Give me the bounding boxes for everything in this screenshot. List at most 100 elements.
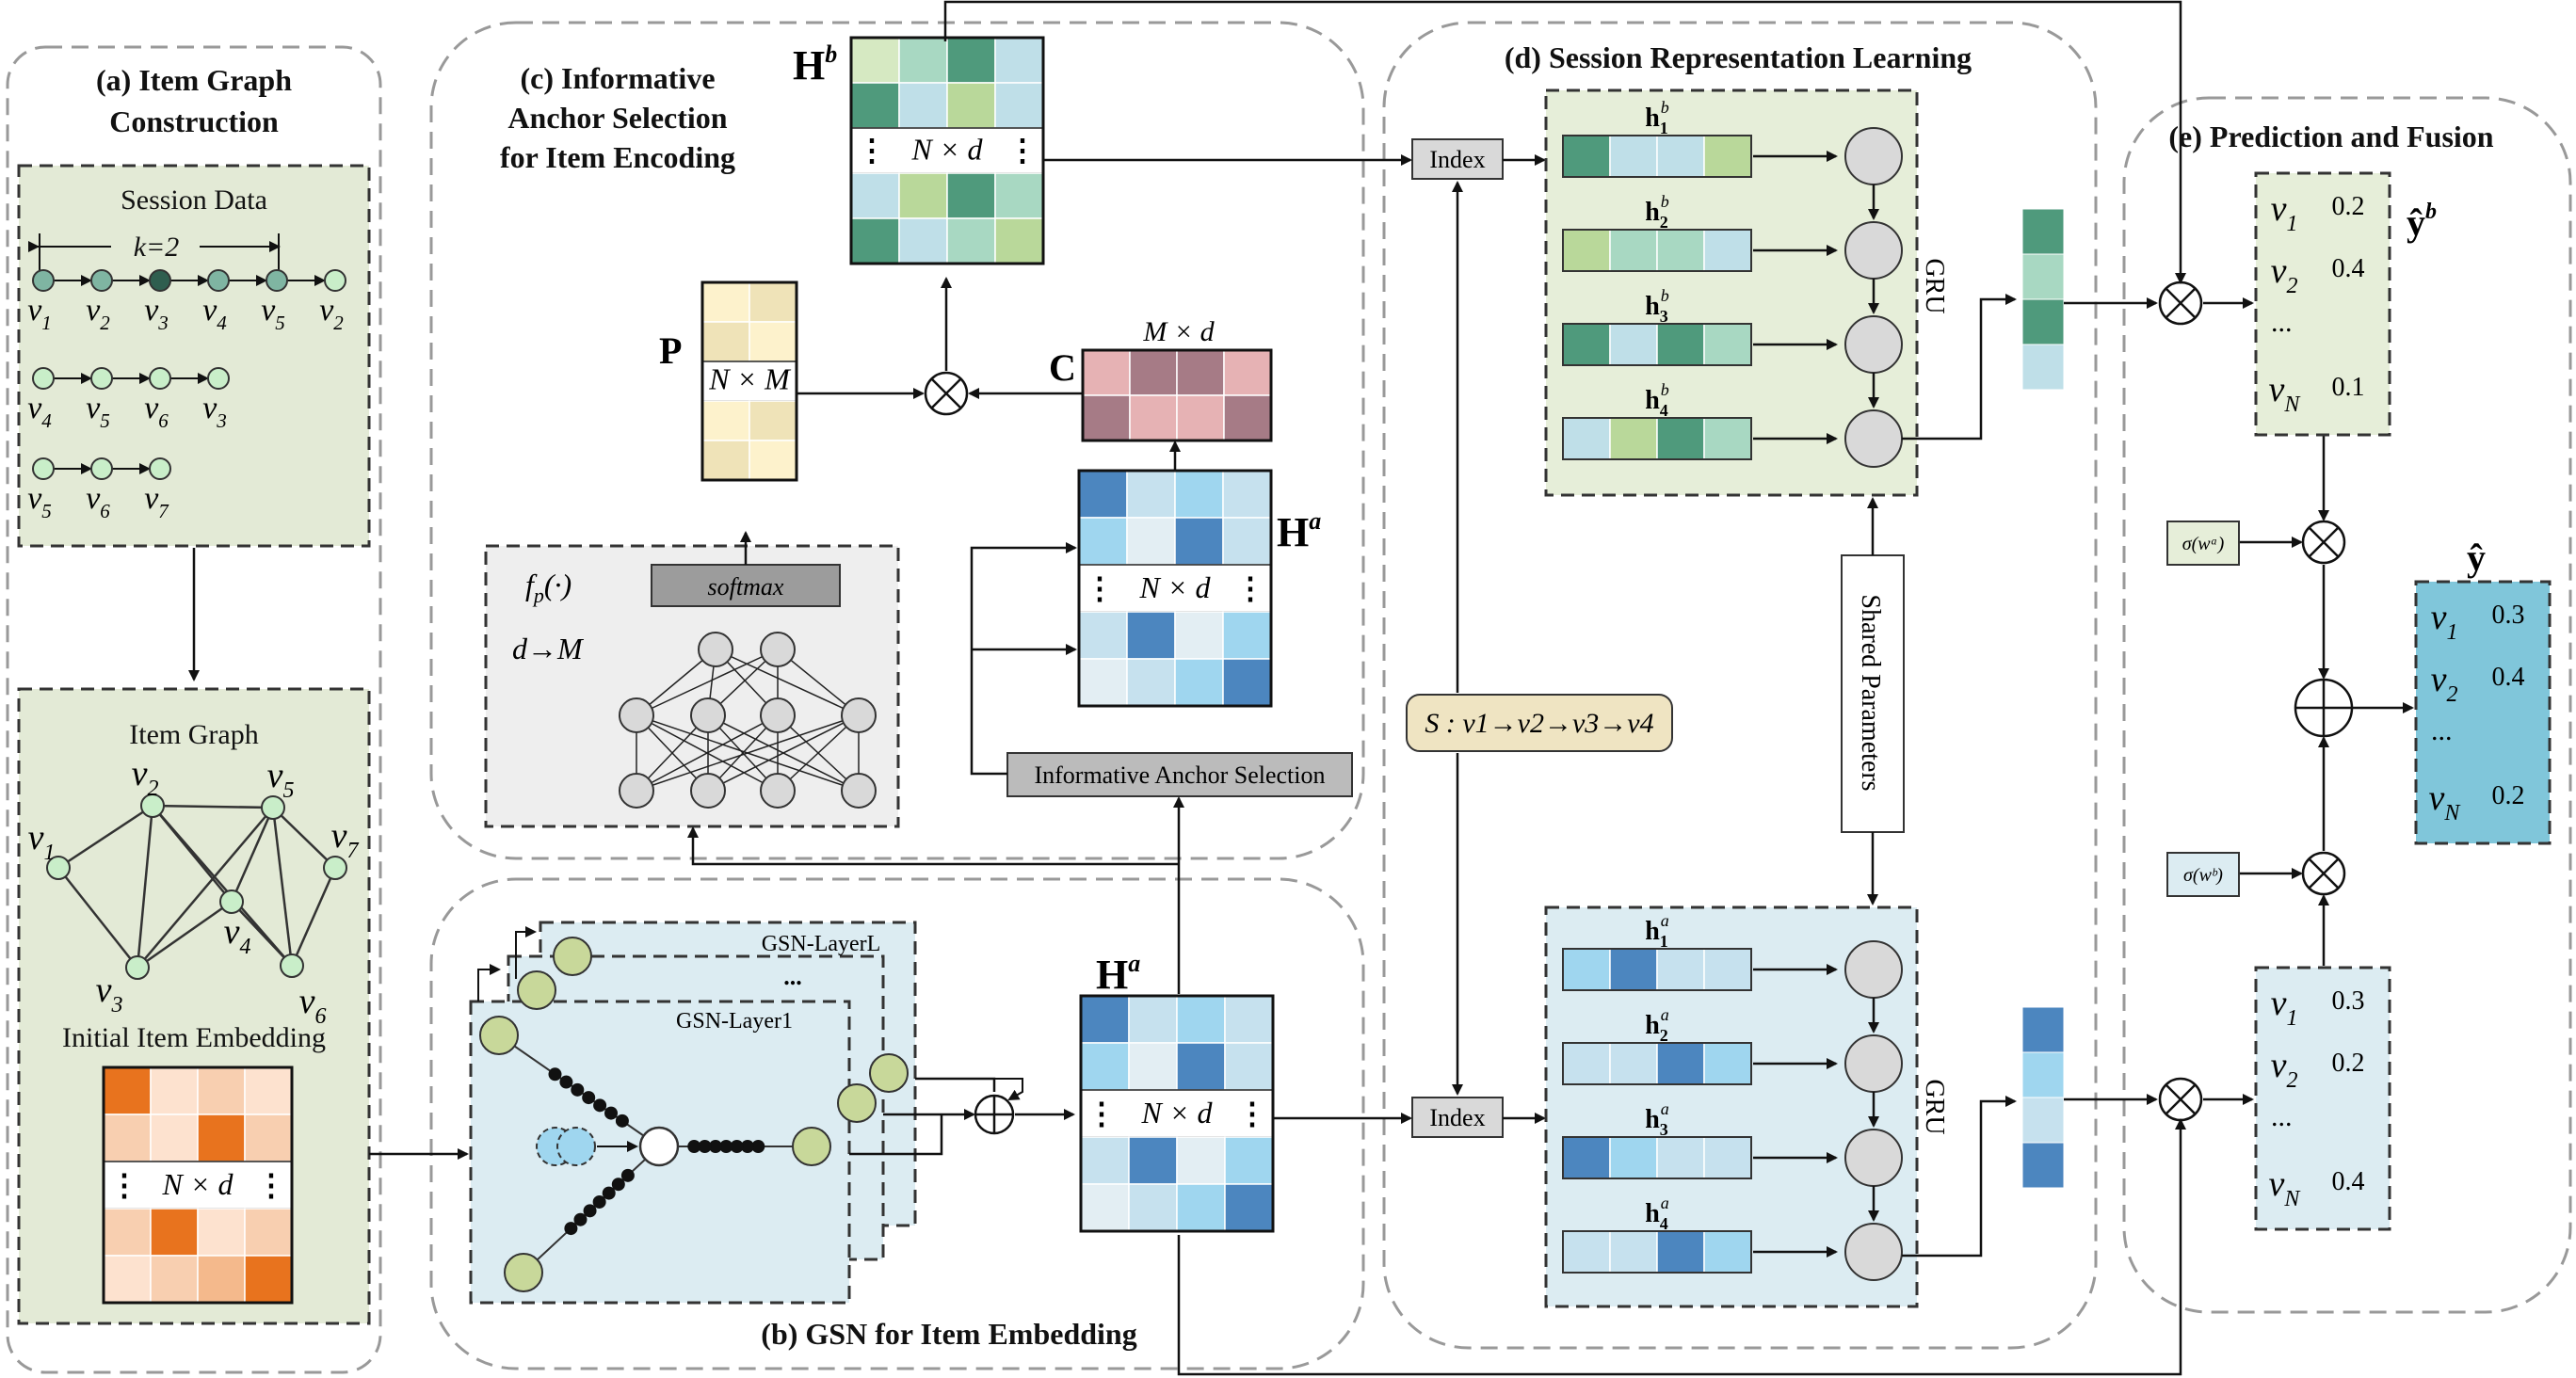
session-item-node: [90, 457, 113, 480]
score-value: 0.3: [2492, 601, 2525, 630]
matrix-cell: [1080, 1042, 1130, 1091]
session-vector-cell: [2021, 1006, 2065, 1053]
embedding-cell: [1703, 323, 1752, 366]
gru-out-arrow: [1902, 1096, 2017, 1258]
embedding-cell: [1562, 1136, 1611, 1179]
gsn-message-dot: [708, 1140, 722, 1153]
embedding-cell: [1609, 417, 1658, 460]
window-label: k=2: [134, 232, 180, 263]
panel-a-frame: [6, 45, 382, 1374]
score-list-ellipsis: ...: [2271, 1101, 2293, 1132]
matrix-cell: [197, 1208, 246, 1257]
session-item-label: v1: [27, 293, 52, 334]
hidden-state-label: h1b: [1645, 98, 1669, 137]
nn-neuron: [760, 632, 796, 667]
embedding-cell: [1562, 135, 1611, 178]
gsn-node: [837, 1083, 877, 1123]
matrix-dots-row: [103, 1161, 293, 1210]
gsn-message-dot: [593, 1098, 607, 1113]
session-item-node: [32, 269, 55, 292]
embedding-row: [1562, 1230, 1752, 1274]
hidden-state-label: h3b: [1645, 286, 1669, 326]
multiply-node-sigma-b-stroke: [2309, 858, 2339, 889]
score-value: 0.1: [2332, 373, 2365, 402]
session-item-label: v2: [86, 293, 110, 334]
ha-matrix-top: N × d⋮⋮: [1077, 469, 1273, 708]
matrix-cell: [150, 1255, 199, 1304]
panel-b-title: (b) GSN for Item Embedding: [761, 1317, 1136, 1351]
session-item-label: v2: [319, 293, 344, 334]
softmax-box: [651, 564, 841, 607]
matrix-cell: [1174, 517, 1224, 566]
gsn-message-dot: [573, 1212, 588, 1226]
gsn-center-node: [638, 1126, 680, 1167]
ha-bottom-label: Ha: [1096, 950, 1140, 998]
score-value: 0.4: [2332, 1167, 2365, 1196]
score-value: 0.4: [2332, 254, 2365, 283]
panel-c-title-line3: for Item Encoding: [500, 140, 735, 174]
graph-edge: [137, 807, 274, 969]
gru-cell: [1844, 1034, 1903, 1093]
matrix-cell: [1174, 611, 1224, 660]
session-item-node: [207, 367, 230, 390]
gsn-message-dot: [698, 1140, 712, 1153]
session-item-node: [207, 269, 230, 292]
matrix-cell: [244, 1255, 293, 1304]
matrix-cell: [701, 321, 750, 362]
embedding-cell: [1656, 1136, 1705, 1179]
nn-edge: [636, 649, 779, 716]
gsn-node: [553, 937, 592, 976]
embedding-cell: [1609, 1230, 1658, 1274]
matrix-cell: [103, 1255, 152, 1304]
session-item-label: v4: [27, 391, 52, 432]
c-dims: M × d: [1142, 316, 1215, 347]
embedding-cell: [1656, 1230, 1705, 1274]
session-item-node: [90, 269, 113, 292]
gsn-message-dot: [719, 1140, 733, 1153]
embedding-row: [1562, 229, 1752, 272]
session-data-box: [17, 164, 371, 548]
gsn-message-dot: [582, 1091, 596, 1105]
matrix-cell: [1128, 1183, 1178, 1232]
session-item-node: [90, 367, 113, 390]
gsn-residual-arrow: [994, 1078, 1023, 1100]
matrix-cell: [197, 1255, 246, 1304]
gru-top-label: GRU: [1920, 258, 1949, 313]
gsn-message-dot: [602, 1186, 616, 1200]
score-value: 0.2: [2332, 192, 2365, 221]
softmax-label: softmax: [708, 573, 784, 601]
graph-edge: [152, 804, 274, 809]
index-top-label: Index: [1429, 146, 1485, 173]
matrix-cell: [749, 321, 797, 362]
graph-node: [219, 889, 244, 914]
graph-edge: [136, 805, 154, 969]
panel-c-frame: [429, 21, 1365, 860]
nn-neuron: [619, 697, 654, 733]
nn-edge: [707, 714, 860, 792]
hidden-state-label: h2b: [1645, 192, 1669, 232]
gsn-node: [869, 1053, 909, 1093]
session-item-label: v3: [202, 391, 227, 432]
gru-cell: [1844, 1223, 1903, 1281]
gsn-out-line: [849, 1114, 943, 1156]
score-list-final: [2414, 580, 2552, 845]
graph-node-label: v3: [96, 970, 123, 1017]
c-matrix: [1081, 348, 1273, 442]
embedding-cell: [1703, 1230, 1752, 1274]
anchor-selection-box[interactable]: [1006, 752, 1353, 797]
gru-cell: [1844, 409, 1903, 468]
index-box-bottom[interactable]: [1411, 1097, 1504, 1138]
session-vector-cell: [2021, 1097, 2065, 1144]
graph-node: [125, 955, 150, 980]
matrix-cell: [701, 281, 750, 323]
score-value: 0.4: [2492, 663, 2525, 692]
matrix-cell: [197, 1066, 246, 1115]
matrix-cell: [994, 37, 1044, 84]
gsn-message-dot: [730, 1140, 744, 1153]
matrix-cell: [994, 172, 1044, 219]
matrix-cell: [1176, 1183, 1226, 1232]
gsn-message-dot: [740, 1140, 754, 1153]
